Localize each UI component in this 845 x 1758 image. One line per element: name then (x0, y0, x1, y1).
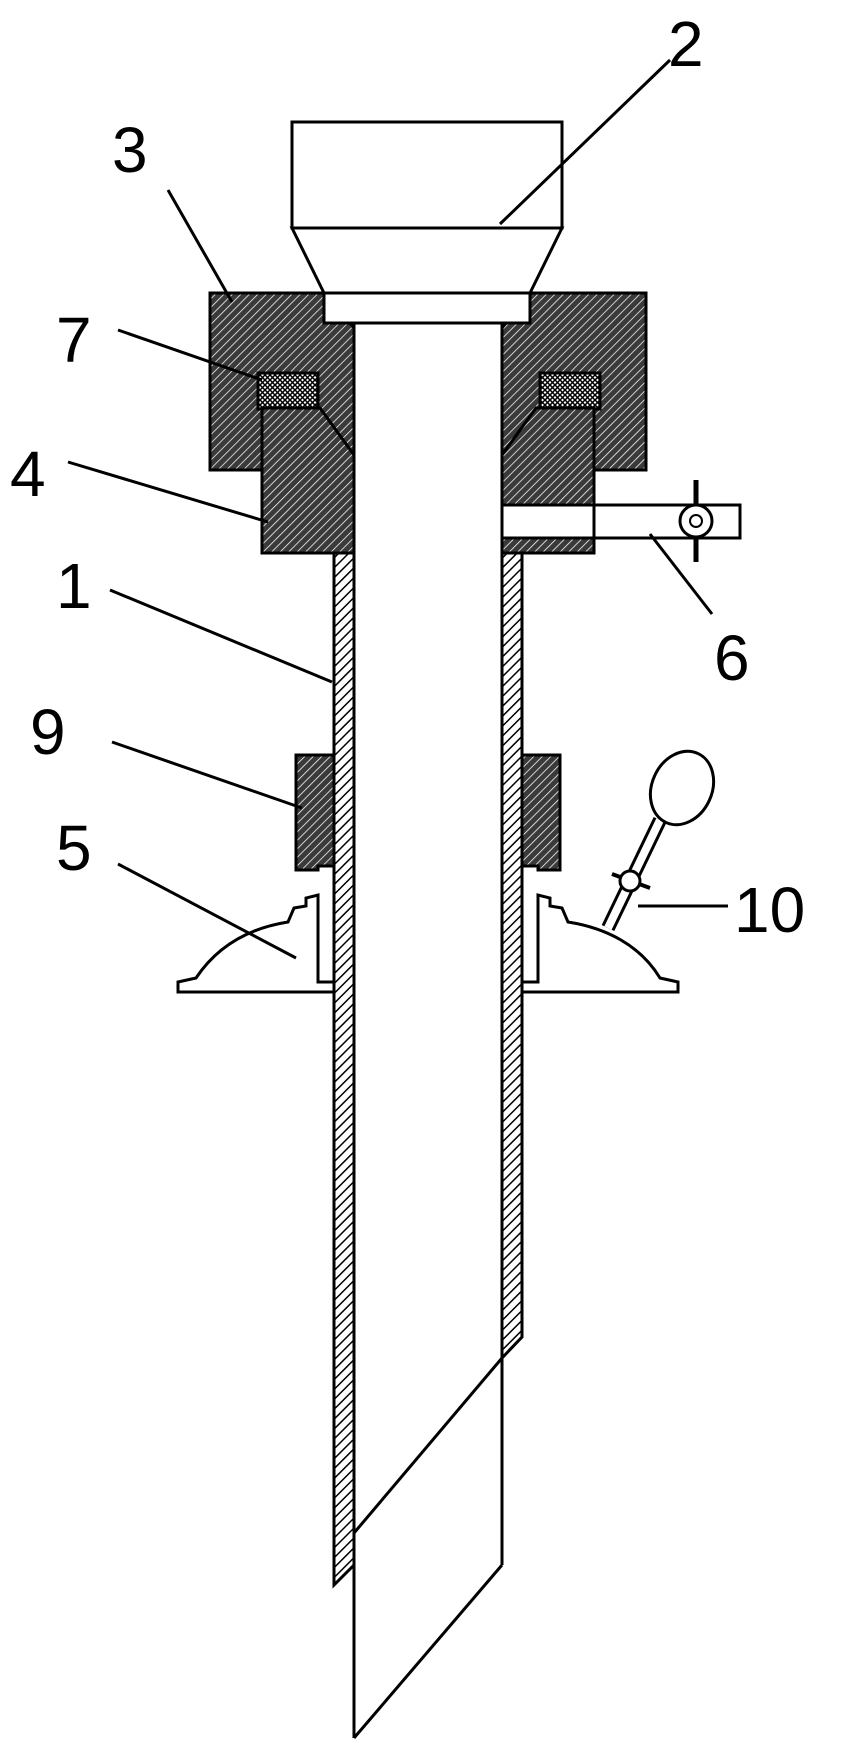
funnel-cone (292, 228, 562, 293)
callout-9: 9 (30, 696, 66, 768)
callout-5: 5 (56, 812, 92, 884)
pump-bulb (639, 741, 725, 835)
leader-6 (650, 534, 712, 614)
collar-left (296, 755, 334, 870)
outer-tube-right-wall (502, 553, 522, 1358)
outer-tube-left-wall (334, 553, 354, 1585)
callout-6: 6 (714, 622, 750, 694)
callout-7: 7 (56, 304, 92, 376)
callout-3: 3 (112, 114, 148, 186)
inner-tube-bevel-tip (354, 1565, 502, 1738)
bulb-pump (608, 741, 725, 928)
callout-1: 1 (56, 550, 92, 622)
inner-tube-bevel-upper (354, 1358, 502, 1533)
leader-1 (110, 590, 332, 682)
valve-pipe-outer (594, 505, 740, 538)
base-right (522, 895, 678, 992)
seal-ring-left (258, 373, 318, 409)
seal-ring-right (540, 373, 600, 409)
funnel-cup (292, 122, 562, 228)
leader-3 (168, 190, 232, 302)
seal-rings (258, 373, 600, 409)
pump-valve-knob (620, 871, 640, 891)
leader-5 (118, 864, 296, 958)
top-cap-inlet-ring (324, 293, 530, 323)
outer-tube (334, 553, 522, 1585)
collar-right (522, 755, 560, 870)
base-flange (178, 895, 678, 992)
callout-2: 2 (668, 8, 704, 80)
callout-4: 4 (10, 438, 46, 510)
funnel (292, 122, 562, 293)
callout-10: 10 (734, 874, 805, 946)
valve-pipe-inner (502, 505, 594, 538)
leader-9 (112, 742, 302, 808)
valve-knob-center (690, 515, 702, 527)
inner-tube (354, 323, 502, 1738)
